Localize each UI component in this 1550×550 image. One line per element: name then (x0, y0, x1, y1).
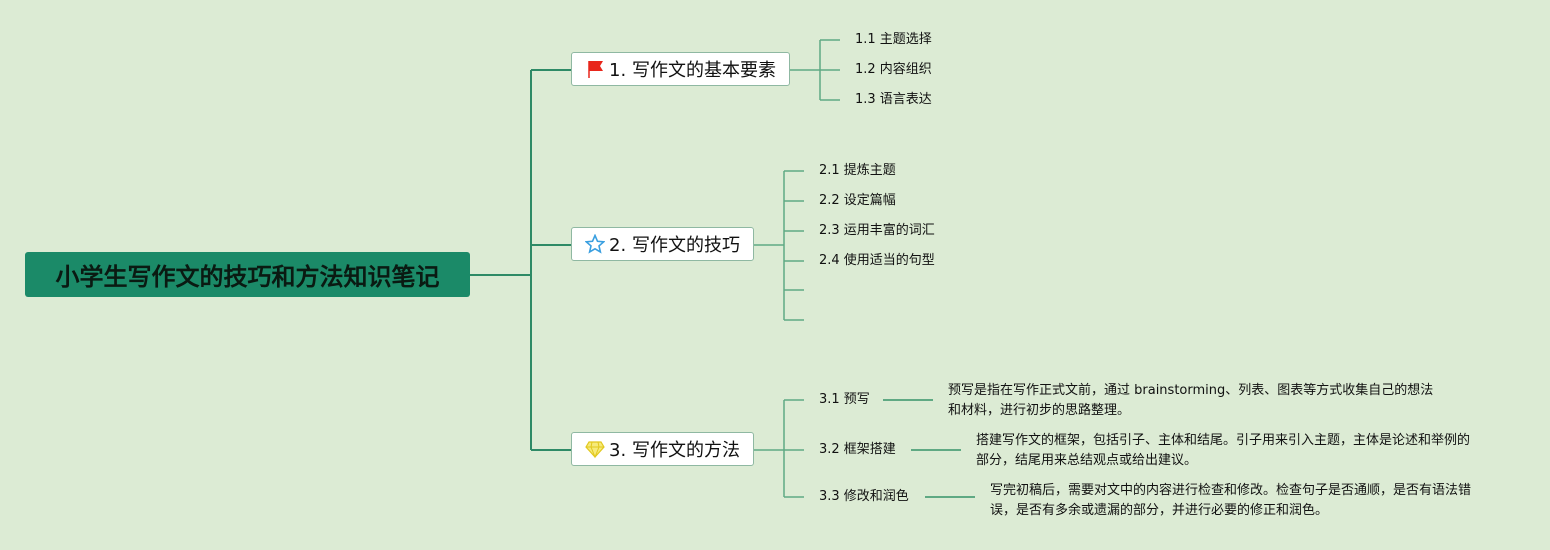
subtopic-2-3[interactable]: 2.3 运用丰富的词汇 (819, 223, 935, 238)
star-icon (585, 234, 606, 254)
subtopic-3-1[interactable]: 3.1 预写 (819, 392, 870, 407)
branch-label: 1. 写作文的基本要素 (609, 60, 776, 81)
subtopic-1-1[interactable]: 1.1 主题选择 (855, 32, 932, 47)
root-title: 小学生写作文的技巧和方法知识笔记 (55, 263, 440, 291)
subtopic-1-3[interactable]: 1.3 语言表达 (855, 92, 932, 107)
subtopic-2-2[interactable]: 2.2 设定篇幅 (819, 193, 896, 208)
branch-basic-elements[interactable]: 1. 写作文的基本要素 (571, 52, 790, 86)
root-topic[interactable]: 小学生写作文的技巧和方法知识笔记 (25, 252, 470, 297)
detail-3-1[interactable]: 预写是指在写作正式文前，通过 brainstorming、列表、图表等方式收集自… (948, 383, 1434, 418)
branch-label: 3. 写作文的方法 (609, 440, 740, 461)
detail-3-2[interactable]: 搭建写作文的框架，包括引子、主体和结尾。引子用来引入主题，主体是论述和举例的部分… (976, 433, 1471, 468)
flag-icon (585, 59, 605, 79)
subtopic-2-4[interactable]: 2.4 使用适当的句型 (819, 253, 935, 268)
branch-techniques[interactable]: 2. 写作文的技巧 (571, 227, 754, 261)
branch-label: 2. 写作文的技巧 (609, 235, 740, 256)
diamond-icon (585, 439, 605, 459)
subtopic-1-2[interactable]: 1.2 内容组织 (855, 62, 932, 77)
subtopic-2-1[interactable]: 2.1 提炼主题 (819, 163, 896, 178)
subtopic-3-2[interactable]: 3.2 框架搭建 (819, 442, 896, 457)
subtopic-3-3[interactable]: 3.3 修改和润色 (819, 489, 909, 504)
branch-methods[interactable]: 3. 写作文的方法 (571, 432, 754, 466)
detail-3-3[interactable]: 写完初稿后，需要对文中的内容进行检查和修改。检查句子是否通顺，是否有语法错误，是… (990, 483, 1472, 518)
